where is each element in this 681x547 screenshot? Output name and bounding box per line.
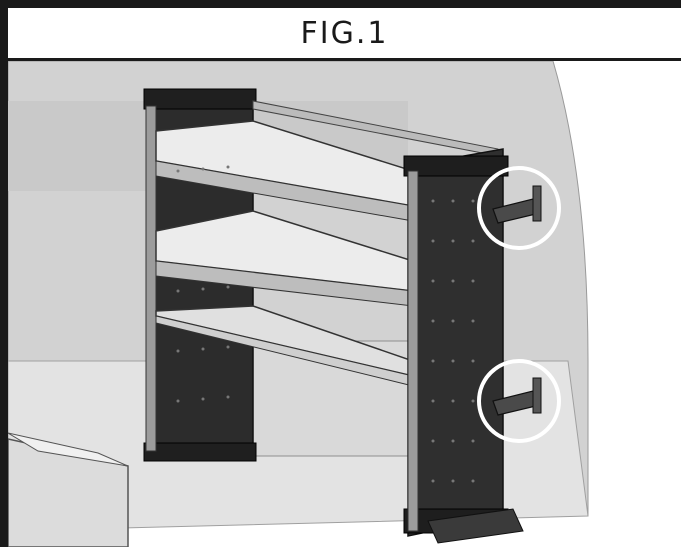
left-upright <box>145 105 157 452</box>
right-end-panel <box>407 148 504 537</box>
left-panel-holes <box>176 165 230 403</box>
floor-base-plate <box>427 508 524 544</box>
upper-bracket <box>492 185 542 224</box>
figure-title-bar: FIG.1 <box>8 8 681 61</box>
right-upright <box>407 170 419 532</box>
shelving-illustration <box>8 61 681 547</box>
shelving-drawing <box>8 61 681 547</box>
left-end-cap-bottom <box>143 442 257 462</box>
lower-mounting-bracket-callout-icon <box>477 359 561 443</box>
figure-title: FIG.1 <box>300 15 389 51</box>
right-panel-holes <box>431 199 475 483</box>
floor-box-top <box>8 432 129 467</box>
upper-mounting-bracket-callout-icon <box>477 166 561 250</box>
lower-bracket <box>492 377 542 416</box>
right-end-cap-top <box>403 155 509 177</box>
left-end-cap-top <box>143 88 257 110</box>
